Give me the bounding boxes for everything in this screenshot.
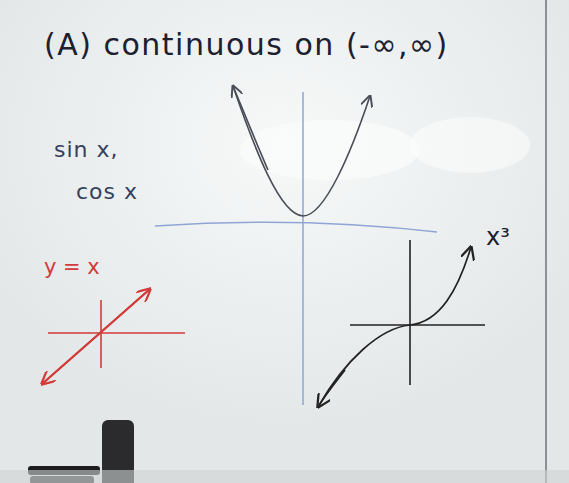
y-axis — [302, 92, 304, 405]
parabola-arrow — [233, 86, 268, 170]
y-axis — [409, 240, 411, 385]
board-edge — [545, 0, 547, 483]
tray — [0, 470, 569, 483]
function-label: y = x — [44, 256, 100, 279]
function-name: sin x, — [54, 138, 119, 162]
heading: (A) continuous on (-∞,∞) — [44, 28, 449, 61]
cubic-arrow — [318, 370, 345, 407]
parabola — [233, 86, 370, 216]
x-axis — [48, 332, 185, 334]
line-graph — [42, 289, 150, 384]
glare — [240, 120, 420, 180]
y-axis — [100, 300, 102, 368]
function-name: cos x — [76, 180, 138, 204]
x-axis — [155, 222, 437, 232]
line-graph — [42, 289, 150, 384]
glare — [410, 117, 530, 173]
cubic-curve — [318, 247, 471, 407]
function-label: x³ — [486, 224, 510, 250]
